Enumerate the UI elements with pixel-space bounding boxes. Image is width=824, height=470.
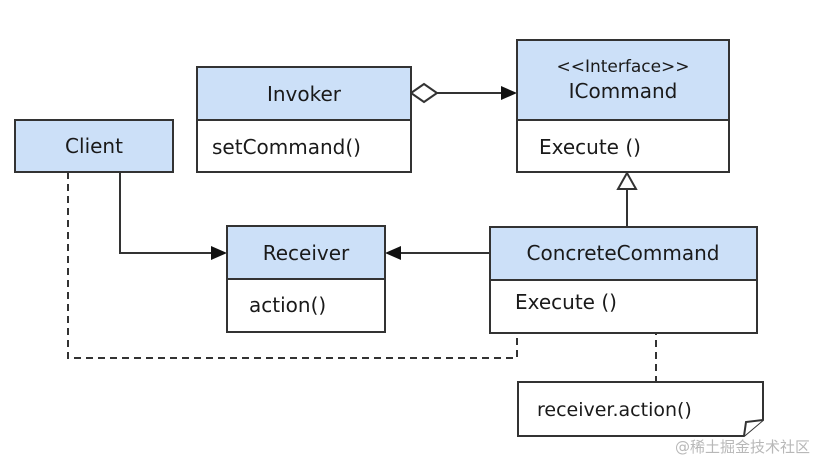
class-receiver: Receiver action() xyxy=(226,225,386,333)
client-receiver-association xyxy=(119,172,227,260)
invoker-icommand-aggregation xyxy=(409,82,517,104)
concretecommand-receiver-association xyxy=(385,246,490,260)
note-text: receiver.action() xyxy=(537,399,692,421)
class-header xyxy=(516,39,730,121)
class-concrete-command: ConcreteCommand Execute () xyxy=(489,226,758,334)
arrowhead-icon xyxy=(385,246,401,260)
aggregation-diamond-icon xyxy=(409,82,439,104)
class-method: setCommand() xyxy=(212,135,361,159)
class-body xyxy=(516,119,730,173)
class-method: Execute () xyxy=(539,135,641,159)
realization-connector xyxy=(616,170,638,227)
class-name: ICommand xyxy=(569,79,678,103)
note-folded-corner-icon xyxy=(743,419,764,437)
class-body xyxy=(226,278,386,333)
class-body xyxy=(196,119,412,173)
class-invoker: Invoker setCommand() xyxy=(196,66,412,173)
class-name: ConcreteCommand xyxy=(527,241,720,265)
class-header xyxy=(489,226,758,281)
class-icommand: <<Interface>> ICommand Execute () xyxy=(516,39,730,173)
class-header xyxy=(14,119,174,173)
client-concretecommand-dependency xyxy=(67,172,518,359)
class-name: Invoker xyxy=(267,82,342,106)
class-header xyxy=(196,66,412,121)
note: receiver.action() xyxy=(517,381,764,437)
hollow-triangle-icon xyxy=(616,170,638,190)
class-method: Execute () xyxy=(515,290,617,314)
class-header xyxy=(226,225,386,280)
class-name: Client xyxy=(65,134,123,158)
arrowhead-icon xyxy=(211,246,227,260)
class-body xyxy=(489,279,758,334)
arrowhead-icon xyxy=(501,86,517,100)
class-method: action() xyxy=(249,293,326,317)
watermark: @稀土掘金技术社区 xyxy=(675,438,810,456)
class-stereotype: <<Interface>> xyxy=(556,57,689,77)
class-client: Client xyxy=(14,119,174,173)
class-name: Receiver xyxy=(263,241,350,265)
